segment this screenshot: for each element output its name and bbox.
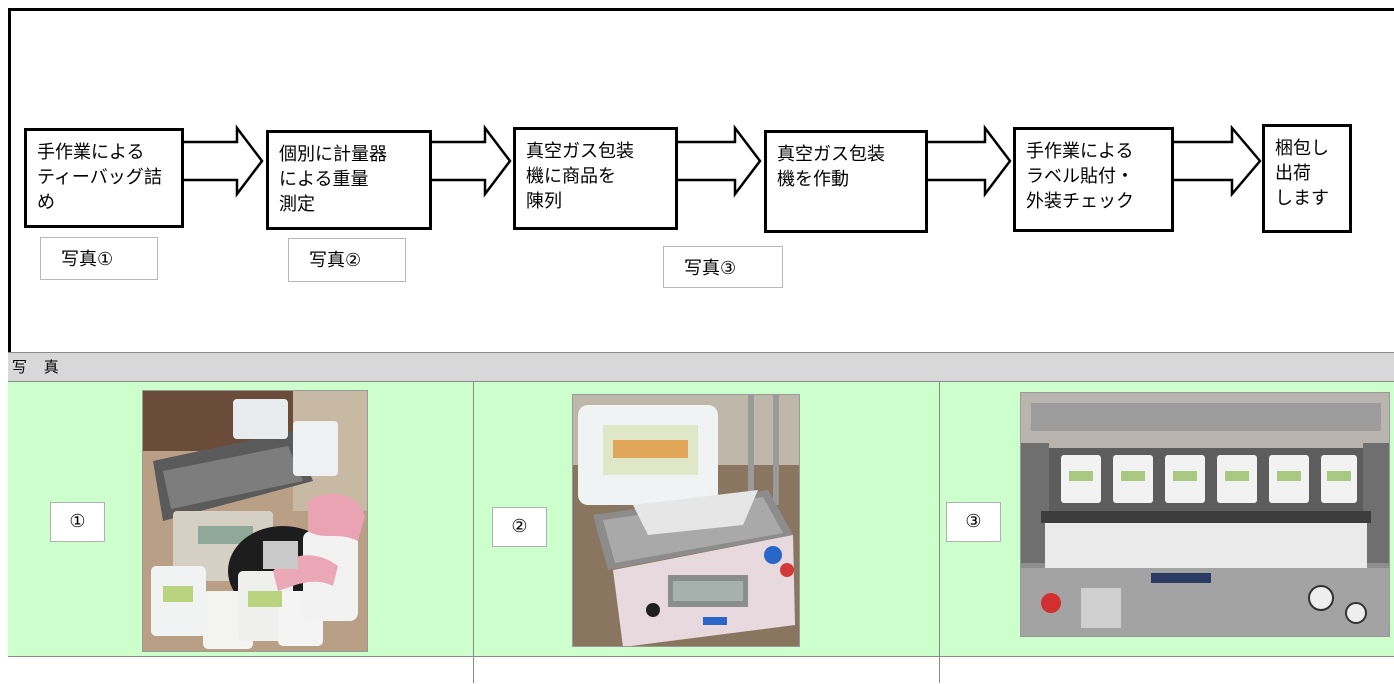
photo-cell-2: ② bbox=[474, 382, 940, 656]
process-step-5: 手作業による ラベル貼付・ 外装チェック bbox=[1013, 127, 1174, 232]
photo-number-3: ③ bbox=[946, 502, 1001, 542]
photo-label-1: 写真① bbox=[40, 237, 158, 280]
flow-arrow-4 bbox=[924, 124, 1012, 198]
empty-bottom-row bbox=[8, 656, 1394, 684]
process-step-3: 真空ガス包装 機に商品を 陳列 bbox=[513, 127, 678, 230]
frame-top-border bbox=[8, 8, 1394, 11]
flow-arrow-2 bbox=[428, 124, 512, 198]
photo-number-1: ① bbox=[50, 502, 105, 542]
photo-label-2: 写真② bbox=[288, 238, 406, 282]
flow-arrow-3 bbox=[674, 124, 762, 198]
photo-label-3: 写真③ bbox=[663, 246, 783, 288]
photo-cell-1: ① bbox=[8, 382, 474, 656]
process-step-6: 梱包し 出荷 します bbox=[1262, 124, 1352, 233]
flow-arrow-1 bbox=[180, 124, 264, 198]
bottom-row-divider-2 bbox=[939, 656, 940, 683]
photo-tea-bag-filling-icon bbox=[142, 390, 368, 652]
photo-number-2: ② bbox=[492, 507, 547, 547]
process-step-4: 真空ガス包装 機を作動 bbox=[764, 130, 928, 233]
process-step-1: 手作業による ティーバッグ詰 め bbox=[24, 128, 184, 228]
photo-weighing-scale-icon bbox=[572, 394, 800, 647]
flow-arrow-5 bbox=[1170, 124, 1262, 198]
photo-section-header: 写 真 bbox=[8, 352, 1394, 382]
bottom-row-divider-1 bbox=[473, 656, 474, 683]
process-step-2: 個別に計量器 による重量 測定 bbox=[266, 130, 432, 230]
photo-vacuum-packaging-machine-icon bbox=[1020, 392, 1390, 637]
photo-cell-3: ③ bbox=[940, 382, 1394, 656]
process-flow-arrows bbox=[180, 124, 1262, 198]
frame-left-border bbox=[8, 8, 11, 683]
